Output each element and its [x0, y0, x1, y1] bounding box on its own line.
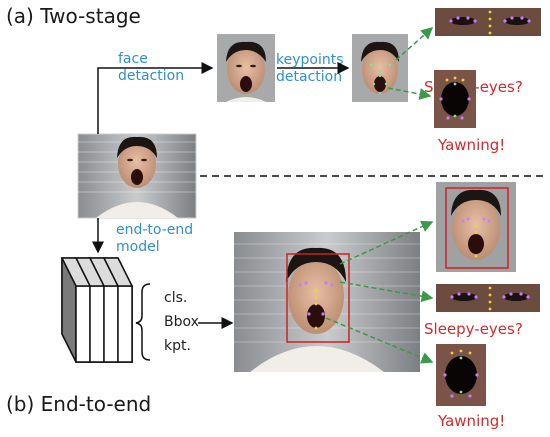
- keypoints-detection-label: keypoints detaction: [276, 52, 344, 85]
- mouth-pointer-arrow-top: [387, 87, 432, 100]
- bbox-face-crop-photo: [436, 182, 516, 272]
- mouth-pointer-arrow-bottom: [325, 317, 434, 364]
- sleepy-eyes-label-bottom: Sleepy-eyes?: [424, 320, 523, 338]
- keypoints-face-photo: [352, 34, 408, 102]
- yawning-label-bottom: Yawning!: [438, 412, 506, 430]
- end-to-end-model-label: end-to-end model: [116, 222, 194, 255]
- end-to-end-result-photo: [234, 232, 420, 372]
- two-stage-title: (a) Two-stage: [6, 4, 141, 28]
- two-stage-flow-arrow: [97, 62, 214, 134]
- outputs-brace: [135, 283, 151, 361]
- face-bbox: [286, 253, 350, 343]
- input-photo-two-stage: [77, 133, 197, 219]
- kpt-label: kpt.: [164, 338, 191, 354]
- yawning-label-top: Yawning!: [438, 136, 506, 154]
- model-block-stack: [60, 257, 134, 363]
- face-detection-label: face detaction: [118, 51, 185, 84]
- cls-label: cls.: [164, 290, 188, 306]
- eyes-crop-bottom: [436, 284, 540, 312]
- eyes-crop-top: [435, 8, 541, 36]
- face-pointer-arrow: [339, 220, 434, 265]
- mouth-crop-bottom: [436, 344, 486, 406]
- bbox-label: Bbox: [164, 314, 199, 330]
- end-to-end-title: (b) End-to-end: [6, 392, 152, 416]
- mouth-crop-top: [434, 70, 476, 128]
- eyes-pointer-arrow-top: [395, 27, 434, 61]
- face-crop-photo: [217, 34, 275, 102]
